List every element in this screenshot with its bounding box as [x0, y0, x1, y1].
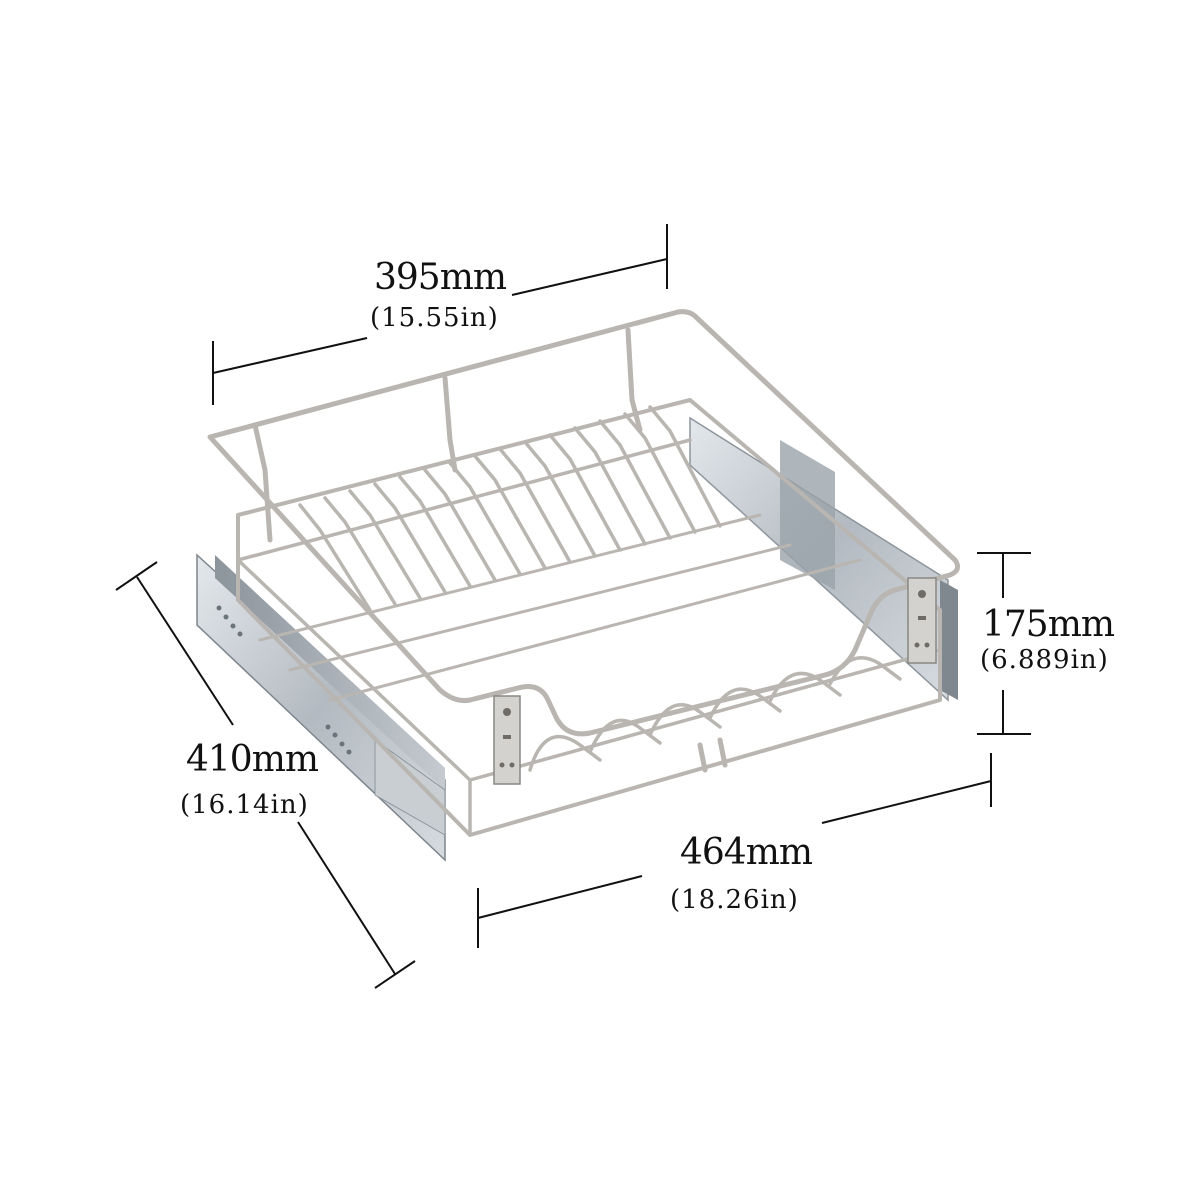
depth-inch-label: (16.14in) — [180, 790, 309, 820]
width-mm-label: 395mm — [374, 257, 507, 298]
dimension-lines — [115, 224, 1031, 989]
length-mm-label: 464mm — [680, 832, 813, 873]
width-inch-label: (15.55in) — [370, 303, 499, 333]
mounting-bracket-front — [493, 695, 521, 785]
back-slide-rail — [689, 416, 958, 702]
wire-basket — [207, 309, 961, 837]
height-mm-label: 175mm — [982, 604, 1115, 645]
mounting-bracket-back — [907, 577, 937, 664]
front-slide-rail — [196, 553, 446, 862]
height-inch-label: (6.889in) — [980, 645, 1109, 675]
depth-mm-label: 410mm — [186, 739, 319, 780]
length-inch-label: (18.26in) — [670, 885, 799, 915]
